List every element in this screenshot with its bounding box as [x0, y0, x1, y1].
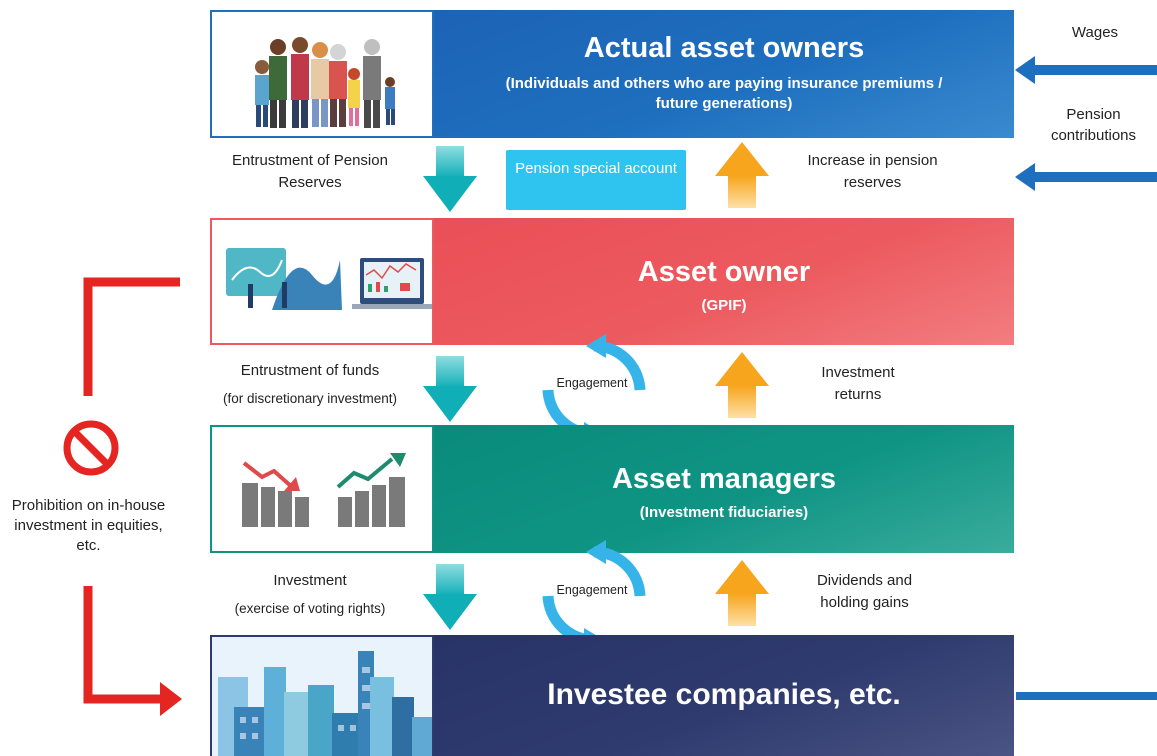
- actual-owners-subtitle: (Individuals and others who are paying i…: [505, 75, 943, 112]
- investee-title: Investee companies, etc.: [547, 678, 901, 711]
- actual-owners-image: [210, 10, 434, 138]
- investment-note: (exercise of voting rights): [234, 601, 386, 616]
- actual-owners-title: Actual asset owners: [583, 32, 865, 64]
- up-arrow-icon: [715, 352, 769, 418]
- down-arrow-icon: [423, 564, 477, 630]
- prohibition-bracket: [83, 277, 182, 716]
- prohibited-icon: [63, 420, 119, 476]
- engagement-label: Engagement: [556, 583, 628, 597]
- contributions-arrow-icon: [1015, 163, 1157, 191]
- entrustment-funds-label: Entrustment of funds: [240, 362, 380, 379]
- wages-label: Wages: [1071, 24, 1119, 41]
- increase-reserves-label: Increase in pension reserves: [807, 152, 938, 191]
- investee-connector-line: [1016, 692, 1157, 700]
- engagement-label: Engagement: [556, 376, 628, 390]
- asset-managers-subtitle: (Investment fiduciaries): [639, 504, 809, 521]
- right-arrows: [1015, 56, 1157, 191]
- asset-owner-title: Asset owner: [637, 256, 811, 288]
- up-arrow-icon: [715, 142, 769, 208]
- asset-managers-title: Asset managers: [611, 463, 837, 495]
- entrustment-reserves-label: Entrustment of Pension Reserves: [232, 152, 388, 191]
- investee-band: Investee companies, etc.: [434, 635, 1014, 756]
- bar-trend-illustration: [242, 453, 406, 527]
- dividends-label: Dividends and holding gains: [816, 572, 913, 611]
- entrustment-funds-note: (for discretionary investment): [222, 391, 398, 406]
- family-illustration: [255, 37, 395, 128]
- actual-owners-band: Actual asset owners (Individuals and oth…: [434, 10, 1014, 138]
- investee-image: [210, 635, 434, 756]
- pension-contributions-label: Pension contributions: [1050, 106, 1137, 144]
- analytics-illustration: [226, 248, 432, 310]
- up-arrow-icon: [715, 560, 769, 626]
- asset-owner-image: [210, 218, 434, 345]
- pension-special-account: Pension special account: [506, 150, 686, 210]
- prohibition-label: Prohibition on in-house investment in eq…: [11, 497, 166, 554]
- investment-returns-label: Investment returns: [821, 364, 895, 403]
- down-arrow-icon: [423, 146, 477, 212]
- asset-managers-band: Asset managers (Investment fiduciaries): [434, 425, 1014, 553]
- asset-owner-band: Asset owner (GPIF): [434, 218, 1014, 345]
- asset-managers-image: [210, 425, 434, 553]
- down-arrow-icon: [423, 356, 477, 422]
- city-skyline-illustration: [212, 637, 432, 756]
- asset-owner-subtitle: (GPIF): [701, 297, 747, 314]
- wages-arrow-icon: [1015, 56, 1157, 84]
- investment-label: Investment: [273, 572, 347, 589]
- pension-special-account-label: Pension special account: [515, 160, 677, 177]
